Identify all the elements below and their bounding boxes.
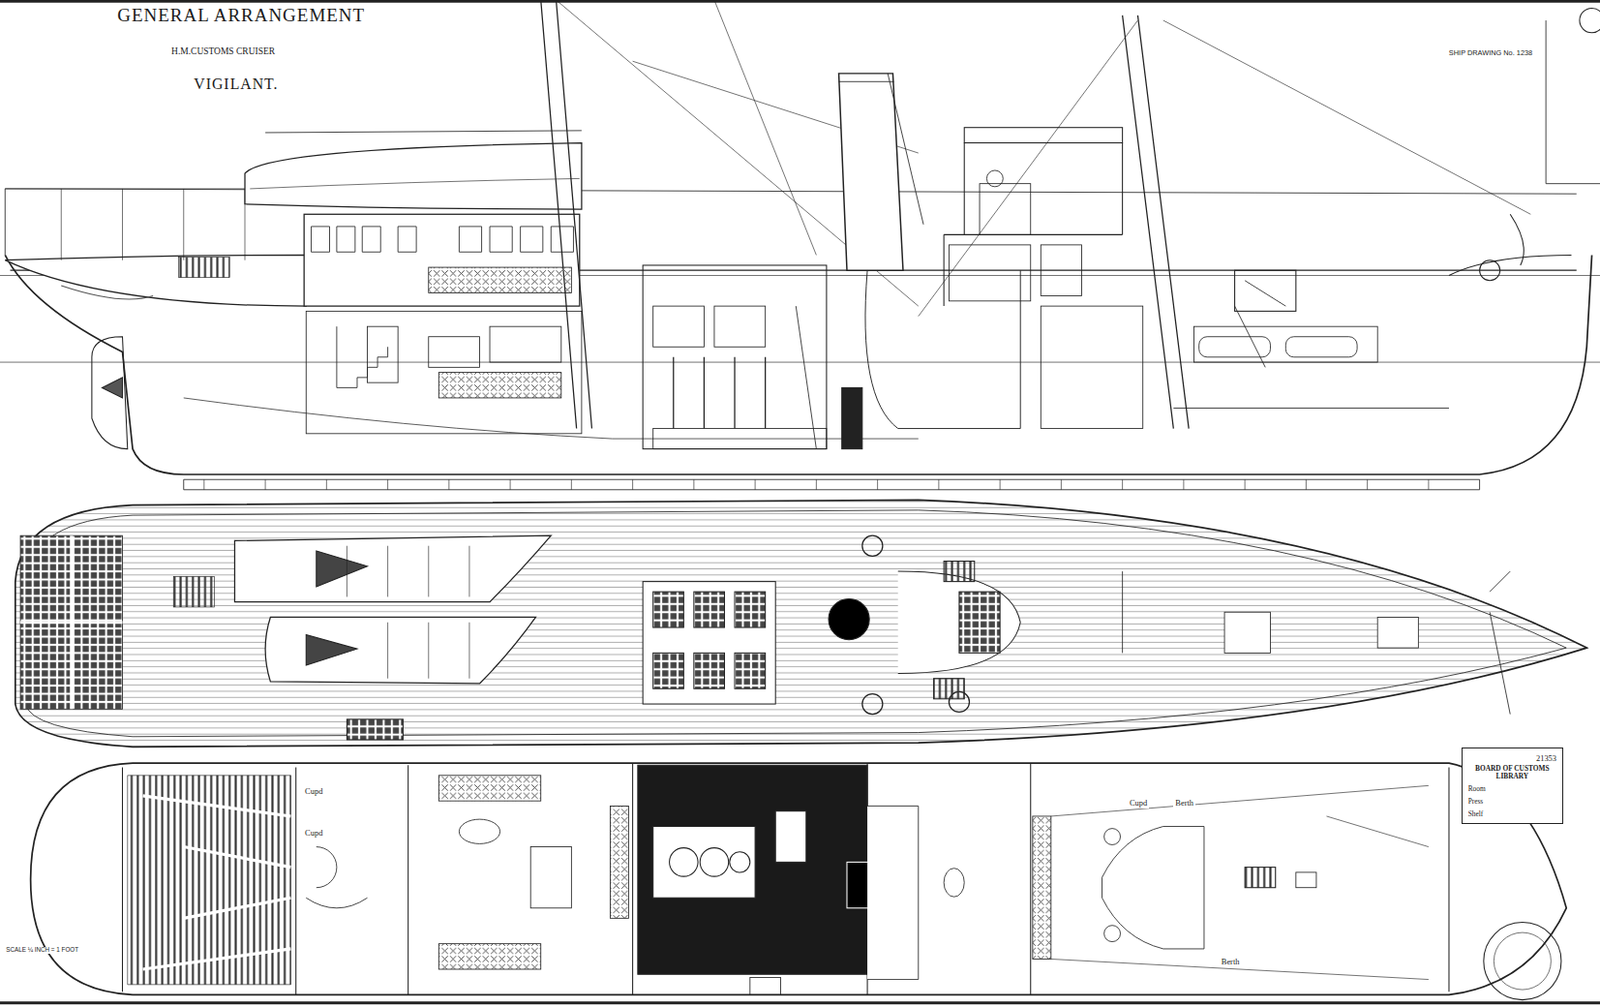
scale-note: SCALE ¼ INCH = 1 FOOT (3, 946, 81, 954)
room-label: Berth (1219, 957, 1242, 967)
room-label: Berth (1173, 798, 1196, 808)
ship-name: VIGILANT. (193, 75, 278, 92)
library-stamp: 21353BOARD OF CUSTOMS LIBRARY RoomPressSh… (1461, 747, 1564, 824)
room-label: Cupd (302, 828, 325, 838)
room-label: Cupd (1127, 798, 1149, 808)
drawing-number: SHIP DRAWING No. 1238 (1447, 49, 1535, 58)
stamp-number: 21353 (1468, 754, 1557, 763)
stamp-field: Press (1468, 797, 1557, 806)
stamp-field: Room (1468, 784, 1557, 793)
stamp-field: Shelf (1468, 810, 1557, 818)
title-text: GENERAL ARRANGEMENT (117, 5, 365, 27)
subtitle-text: H.M.CUSTOMS CRUISER (171, 46, 275, 57)
room-label: Cupd (302, 786, 325, 796)
stamp-heading: BOARD OF CUSTOMS LIBRARY (1468, 764, 1557, 781)
